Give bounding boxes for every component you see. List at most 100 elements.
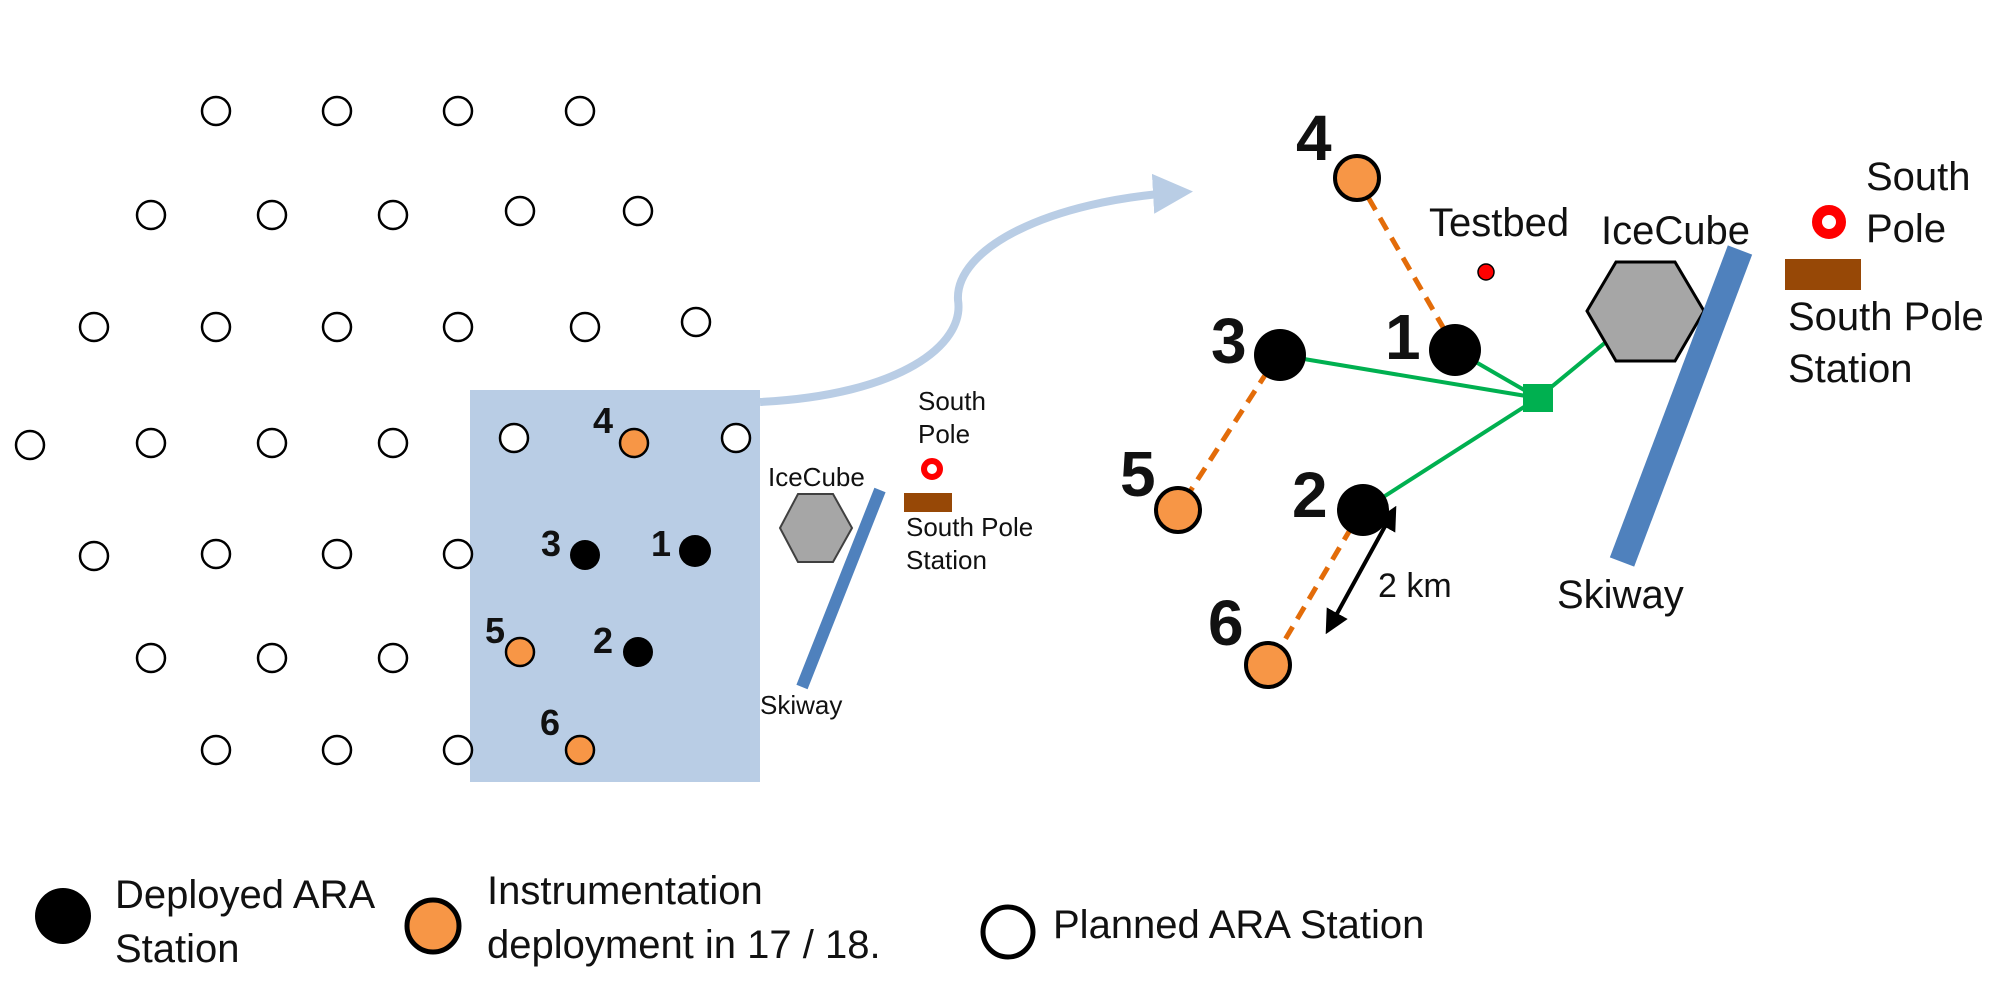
overview-skiway [796,487,886,690]
overview-number-4: 4 [593,400,613,441]
overview-panel: 4 3 1 5 2 6 IceCube Skiway South Pole So… [14,95,1040,782]
legend-item-deployed: Deployed ARA Station [35,873,384,971]
planned-station-11 [200,311,232,343]
overview-number-6: 6 [540,702,560,743]
detail-station-1 [1429,324,1481,376]
planned-station-grid [14,95,752,766]
overview-stations [504,427,711,766]
legend-swatch-instrumentation [404,897,462,955]
detail-station-4 [1333,154,1381,202]
planned-station-29 [200,734,232,766]
detail-number-2: 2 [1292,459,1328,531]
detail-station-numbers: 4 1 3 5 2 6 [1120,102,1421,659]
overview-south-pole-label: South Pole [918,386,993,449]
legend-swatch-planned [980,904,1036,960]
planned-station-10 [78,311,110,343]
detail-number-4: 4 [1296,102,1332,174]
detail-number-1: 1 [1385,301,1421,373]
testbed-marker [1477,263,1495,281]
overview-icecube-label: IceCube [768,462,865,492]
planned-station-7 [377,199,409,231]
detail-station-6 [1244,641,1292,689]
detail-skiway-label: Skiway [1557,573,1684,617]
overview-number-5: 5 [485,610,505,651]
planned-station-13 [442,311,474,343]
overview-station-2 [623,637,653,667]
legend-label-instrumentation: Instrumentation deployment in 17 / 18. [487,869,881,967]
detail-south-pole-station-label: South Pole Station [1788,295,1995,391]
planned-station-15 [680,306,712,338]
planned-station-5 [135,199,167,231]
overview-icecube-hexagon [778,493,854,563]
legend: Deployed ARA Station Instrumentation dep… [35,869,1424,971]
planned-station-9 [622,195,654,227]
scale-bar-arrow [1325,505,1397,635]
planned-station-26 [135,642,167,674]
planned-station-3 [442,95,474,127]
planned-station-28 [377,642,409,674]
dashed-link-3-5 [1175,350,1283,512]
legend-label-deployed: Deployed ARA Station [115,873,384,971]
overview-number-2: 2 [593,620,613,661]
legend-swatch-deployed [35,888,91,944]
overview-station-1 [679,535,711,567]
planned-station-24 [321,538,353,570]
scale-bar-label: 2 km [1378,567,1452,605]
detail-south-pole-label: South Pole [1866,155,1982,251]
detail-south-pole-marker [1812,205,1846,239]
overview-station-4 [618,427,650,459]
planned-station-8 [504,195,536,227]
planned-station-22 [78,540,110,572]
planned-station-31 [442,734,474,766]
testbed-label: Testbed [1429,201,1569,245]
highlight-region [470,390,760,782]
detail-number-6: 6 [1208,587,1244,659]
overview-skiway-label: Skiway [760,690,842,720]
planned-station-23 [200,538,232,570]
planned-station-20 [498,422,530,454]
detail-station-3 [1254,329,1306,381]
planned-station-2 [321,95,353,127]
legend-item-planned: Planned ARA Station [980,903,1424,960]
detail-number-5: 5 [1120,438,1156,510]
planned-station-16 [14,429,46,461]
overview-south-pole-marker [921,458,943,480]
detail-station-5 [1154,486,1202,534]
overview-station-6 [564,734,596,766]
planned-station-1 [200,95,232,127]
planned-station-17 [135,427,167,459]
detail-south-pole-station-building [1785,259,1861,290]
cable-2-hub [1361,396,1540,512]
planned-station-27 [256,642,288,674]
detail-station-2 [1337,484,1389,536]
dashed-link-4-1 [1354,176,1458,350]
planned-station-12 [321,311,353,343]
detail-panel: IceCube Skiway South Pole South Pole Sta… [1120,102,1995,689]
overview-south-pole-station-building [904,493,952,512]
detail-icecube-hexagon [1585,260,1706,363]
planned-station-4 [564,95,596,127]
planned-station-6 [256,199,288,231]
overview-station-5 [504,636,536,668]
planned-station-14 [569,311,601,343]
overview-south-pole-station-label: South Pole Station [906,512,1040,575]
cable-hub [1523,384,1553,412]
planned-station-19 [377,427,409,459]
legend-item-instrumentation: Instrumentation deployment in 17 / 18. [404,869,881,967]
cable-3-hub [1279,353,1539,400]
overview-number-1: 1 [651,523,671,564]
planned-station-18 [256,427,288,459]
overview-station-numbers: 4 3 1 5 2 6 [485,400,671,743]
zoom-arrow [759,173,1193,406]
planned-station-21 [720,422,752,454]
detail-skiway [1609,245,1753,567]
overview-number-3: 3 [541,523,561,564]
legend-label-planned: Planned ARA Station [1053,903,1424,947]
overview-station-3 [570,540,600,570]
detail-icecube-label: IceCube [1601,209,1750,253]
planned-station-30 [321,734,353,766]
planned-station-25 [442,538,474,570]
detail-number-3: 3 [1211,305,1247,377]
